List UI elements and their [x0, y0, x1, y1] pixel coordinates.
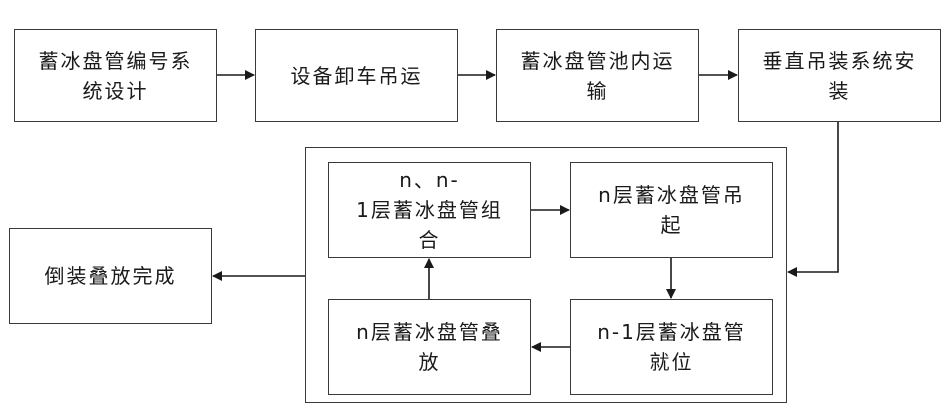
- step-label: 设备卸车吊运: [290, 63, 423, 88]
- step-coil-numbering-design: 蓄冰盘管编号系 统设计: [14, 29, 217, 122]
- step-label: 垂直吊装系统安 装: [762, 48, 917, 103]
- step-inverted-stack-complete: 倒装叠放完成: [9, 228, 212, 324]
- stacking-loop-group: [305, 147, 787, 403]
- step-label: n层蓄冰盘管吊 起: [598, 183, 745, 237]
- arrow-vertical-to-loop: [787, 122, 839, 277]
- step-label: 蓄冰盘管编号系 统设计: [38, 48, 193, 103]
- step-label: n、n- 1层蓄冰盘管组 合: [356, 168, 503, 252]
- step-pool-transport: 蓄冰盘管池内运 输: [496, 29, 699, 122]
- step-stack-layer-n: n层蓄冰盘管叠 放: [328, 299, 531, 395]
- step-hoist-layer-n: n层蓄冰盘管吊 起: [570, 162, 773, 258]
- step-unload-hoist: 设备卸车吊运: [255, 29, 458, 122]
- step-label: n层蓄冰盘管叠 放: [356, 320, 503, 374]
- step-label: n-1层蓄冰盘管 就位: [597, 320, 746, 374]
- step-vertical-hoist-install: 垂直吊装系统安 装: [738, 29, 941, 122]
- step-position-layer-n-1: n-1层蓄冰盘管 就位: [570, 299, 773, 395]
- step-label: 倒装叠放完成: [44, 264, 177, 288]
- step-label: 蓄冰盘管池内运 输: [520, 48, 675, 103]
- step-combine-layers: n、n- 1层蓄冰盘管组 合: [328, 162, 531, 258]
